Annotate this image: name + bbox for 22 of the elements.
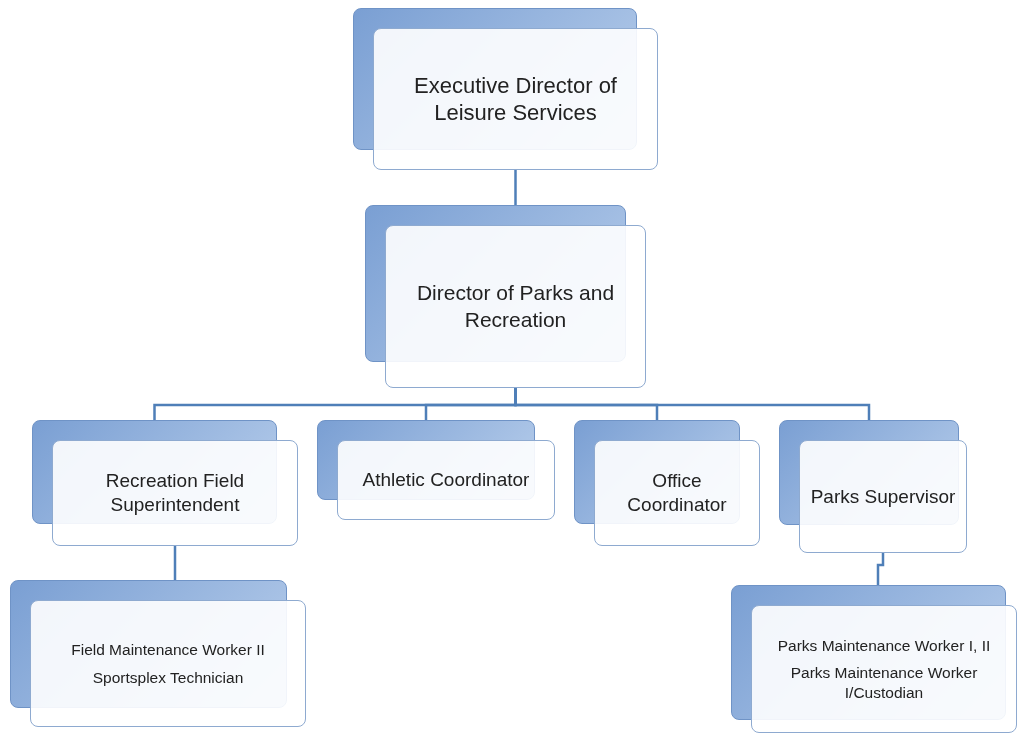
org-chart-box: [779, 420, 967, 553]
org-chart-box: [10, 580, 306, 727]
job-title: Parks Supervisor: [810, 484, 956, 509]
job-title: Sportsplex Technician: [92, 667, 244, 687]
org-chart-box: [574, 420, 760, 546]
org-chart-box: [32, 420, 298, 546]
connector-line: [514, 388, 871, 420]
job-title: Parks Maintenance Worker I, II: [777, 635, 991, 656]
connector-line: [514, 170, 517, 205]
job-title: Recreation Field Superintendent: [104, 469, 246, 517]
job-title: Executive Director of Leisure Services: [413, 71, 618, 127]
org-chart-box: [353, 8, 658, 170]
connector-line: [173, 546, 177, 580]
job-title: Field Maintenance Worker II: [71, 640, 265, 660]
org-chart-box: [365, 205, 646, 388]
job-title: Parks Maintenance Worker I/Custodian: [789, 663, 979, 703]
connector-line: [876, 553, 885, 585]
job-title: Director of Parks and Recreation: [415, 280, 616, 333]
job-title: Office Coordinator: [626, 469, 728, 517]
job-title: Athletic Coordinator: [362, 468, 530, 492]
org-chart-box: [317, 420, 555, 520]
org-chart-box: [731, 585, 1017, 733]
